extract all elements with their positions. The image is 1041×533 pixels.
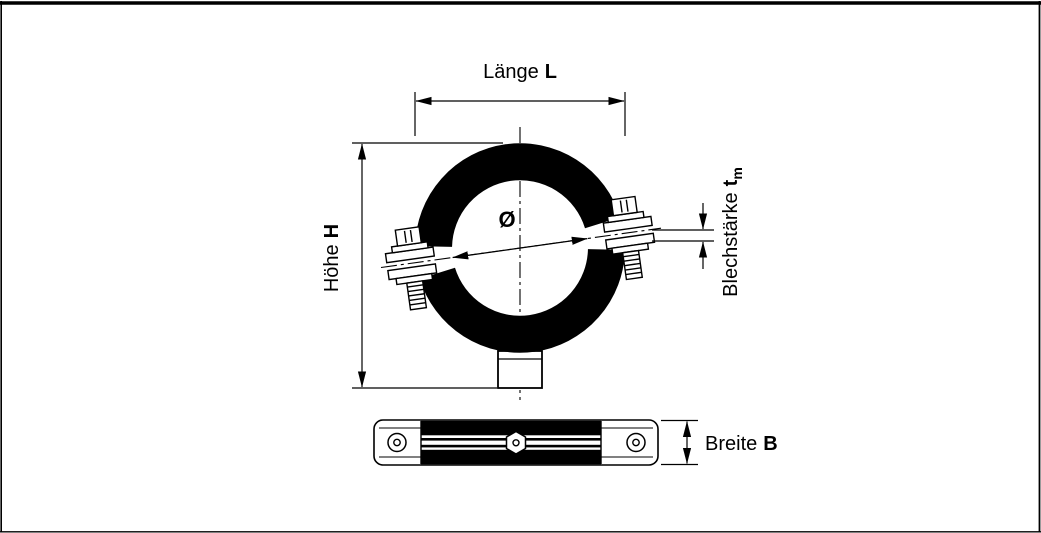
connector-nut xyxy=(497,350,543,389)
width-label: Breite B xyxy=(705,433,778,455)
right-screw-head xyxy=(610,195,638,217)
thickness-label-subscript: m xyxy=(729,167,745,179)
length-label: Länge L xyxy=(483,61,557,83)
width-label-text: Breite xyxy=(705,433,757,455)
strap-hole-left xyxy=(387,432,407,453)
left-flange-bolt xyxy=(384,226,438,311)
clamp-side-view xyxy=(373,419,659,466)
diameter-symbol: Ø xyxy=(498,207,515,232)
length-dimension xyxy=(414,92,626,136)
width-dimension xyxy=(661,419,698,466)
length-label-text: Länge xyxy=(483,61,539,83)
thickness-label-text: Blechstärke xyxy=(720,192,742,297)
left-screw-head xyxy=(394,226,423,247)
diameter-arrow xyxy=(452,236,588,260)
right-flange-bolt xyxy=(602,195,656,281)
hex-nut-bore xyxy=(512,439,520,447)
length-label-symbol: L xyxy=(545,61,557,83)
strap-hole-left-center xyxy=(393,438,401,447)
clamp-ring-lower xyxy=(419,248,625,353)
sheet-thickness-dimension xyxy=(652,203,714,269)
height-label-text: Höhe xyxy=(321,244,343,292)
thickness-label-symbol: t xyxy=(720,179,742,186)
height-label: Höhe H xyxy=(321,224,343,292)
height-dimension xyxy=(352,142,503,389)
strap-edge-lines xyxy=(379,427,653,458)
height-label-symbol: H xyxy=(321,224,343,238)
width-label-symbol: B xyxy=(763,433,777,455)
strap-hole-right xyxy=(626,432,646,453)
clamp-ring-upper xyxy=(415,143,621,248)
hex-nut xyxy=(505,430,527,455)
sheet-thickness-label: Blechstärke tm xyxy=(720,167,745,297)
strap-hole-right-center xyxy=(632,438,640,447)
clamp-front-view xyxy=(384,143,656,353)
